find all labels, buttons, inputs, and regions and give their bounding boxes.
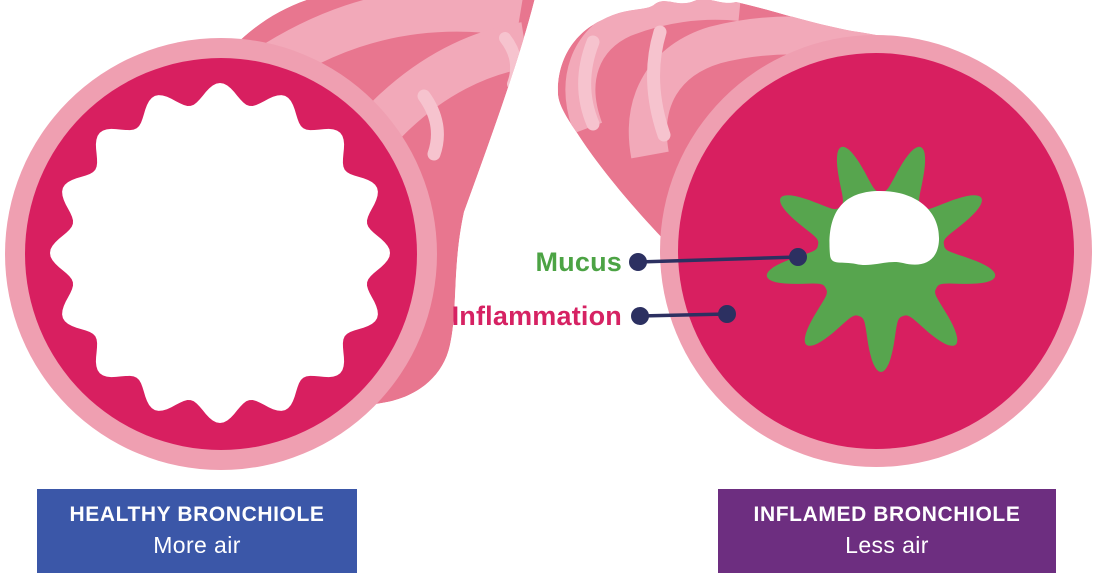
mucus-connector-line	[637, 255, 799, 264]
inflamed-caption-title: INFLAMED BRONCHIOLE	[753, 503, 1021, 526]
inflamed-caption-box: INFLAMED BRONCHIOLE Less air	[718, 489, 1056, 573]
healthy-caption-box: HEALTHY BRONCHIOLE More air	[37, 489, 357, 573]
mucus-connector-dot-left	[629, 253, 647, 271]
mucus-connector-dot-right	[789, 248, 807, 266]
inflamed-narrowed-airway	[829, 191, 940, 266]
callout-connectors	[629, 248, 807, 325]
inflammation-connector-line	[639, 312, 728, 318]
inflammation-connector-dot-left	[631, 307, 649, 325]
inflammation-connector-dot-right	[718, 305, 736, 323]
inflammation-label: Inflammation	[451, 301, 622, 331]
healthy-bronchiole-figure	[5, 0, 536, 470]
right-tube-highlight	[647, 25, 671, 142]
inflamed-caption-subtitle: Less air	[845, 532, 929, 558]
inflamed-bronchiole-figure	[557, 0, 1092, 467]
healthy-open-lumen	[50, 83, 390, 423]
healthy-caption-title: HEALTHY BRONCHIOLE	[69, 503, 325, 526]
left-tube-highlight	[417, 89, 444, 161]
mucus-label: Mucus	[535, 247, 622, 277]
healthy-caption-subtitle: More air	[153, 532, 241, 558]
right-tube-highlight	[578, 35, 600, 131]
